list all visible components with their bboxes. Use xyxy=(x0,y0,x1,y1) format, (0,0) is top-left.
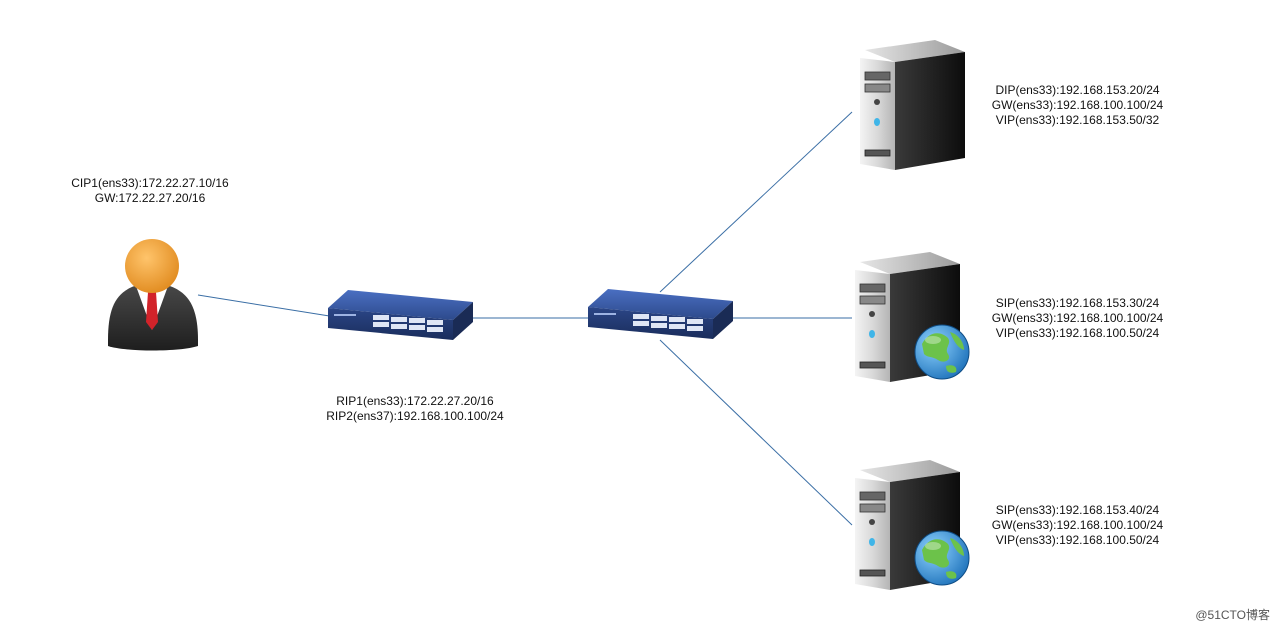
director-server-icon xyxy=(859,39,966,171)
globe-icon xyxy=(914,324,970,380)
client-ip: CIP1(ens33):172.22.27.10/16 xyxy=(71,176,229,190)
rs1-vip: VIP(ens33):192.168.100.50/24 xyxy=(995,326,1160,340)
director-gateway: GW(ens33):192.168.100.100/24 xyxy=(991,98,1164,112)
router-rip1: RIP1(ens33):172.22.27.20/16 xyxy=(336,394,494,408)
link-client-switch1 xyxy=(197,294,343,319)
switch-icon xyxy=(588,289,733,339)
rs2-gateway: GW(ens33):192.168.100.100/24 xyxy=(991,518,1164,532)
client-address-label: CIP1(ens33):172.22.27.10/16 GW:172.22.27… xyxy=(30,176,270,206)
rs1-sip: SIP(ens33):192.168.153.30/24 xyxy=(995,296,1160,310)
rs2-vip: VIP(ens33):192.168.100.50/24 xyxy=(995,533,1160,547)
router-address-label: RIP1(ens33):172.22.27.20/16 RIP2(ens37):… xyxy=(290,394,540,424)
link-switch2-director xyxy=(659,111,853,293)
router-rip2: RIP2(ens37):192.168.100.100/24 xyxy=(326,409,504,423)
switch-icon xyxy=(328,290,473,340)
real-server-1-address-label: SIP(ens33):192.168.153.30/24 GW(ens33):1… xyxy=(975,296,1180,341)
director-address-label: DIP(ens33):192.168.153.20/24 GW(ens33):1… xyxy=(975,83,1180,128)
network-links xyxy=(197,111,853,526)
globe-icon xyxy=(914,530,970,586)
rs1-gateway: GW(ens33):192.168.100.100/24 xyxy=(991,311,1164,325)
director-dip: DIP(ens33):192.168.153.20/24 xyxy=(995,83,1160,97)
client-gateway: GW:172.22.27.20/16 xyxy=(94,191,206,205)
watermark: @51CTO博客 xyxy=(1195,608,1270,622)
rs2-sip: SIP(ens33):192.168.153.40/24 xyxy=(995,503,1160,517)
real-server-2-address-label: SIP(ens33):192.168.153.40/24 GW(ens33):1… xyxy=(975,503,1180,548)
director-vip: VIP(ens33):192.168.153.50/32 xyxy=(995,113,1160,127)
client-user-icon xyxy=(108,239,198,351)
link-switch2-realserver2 xyxy=(659,339,853,526)
